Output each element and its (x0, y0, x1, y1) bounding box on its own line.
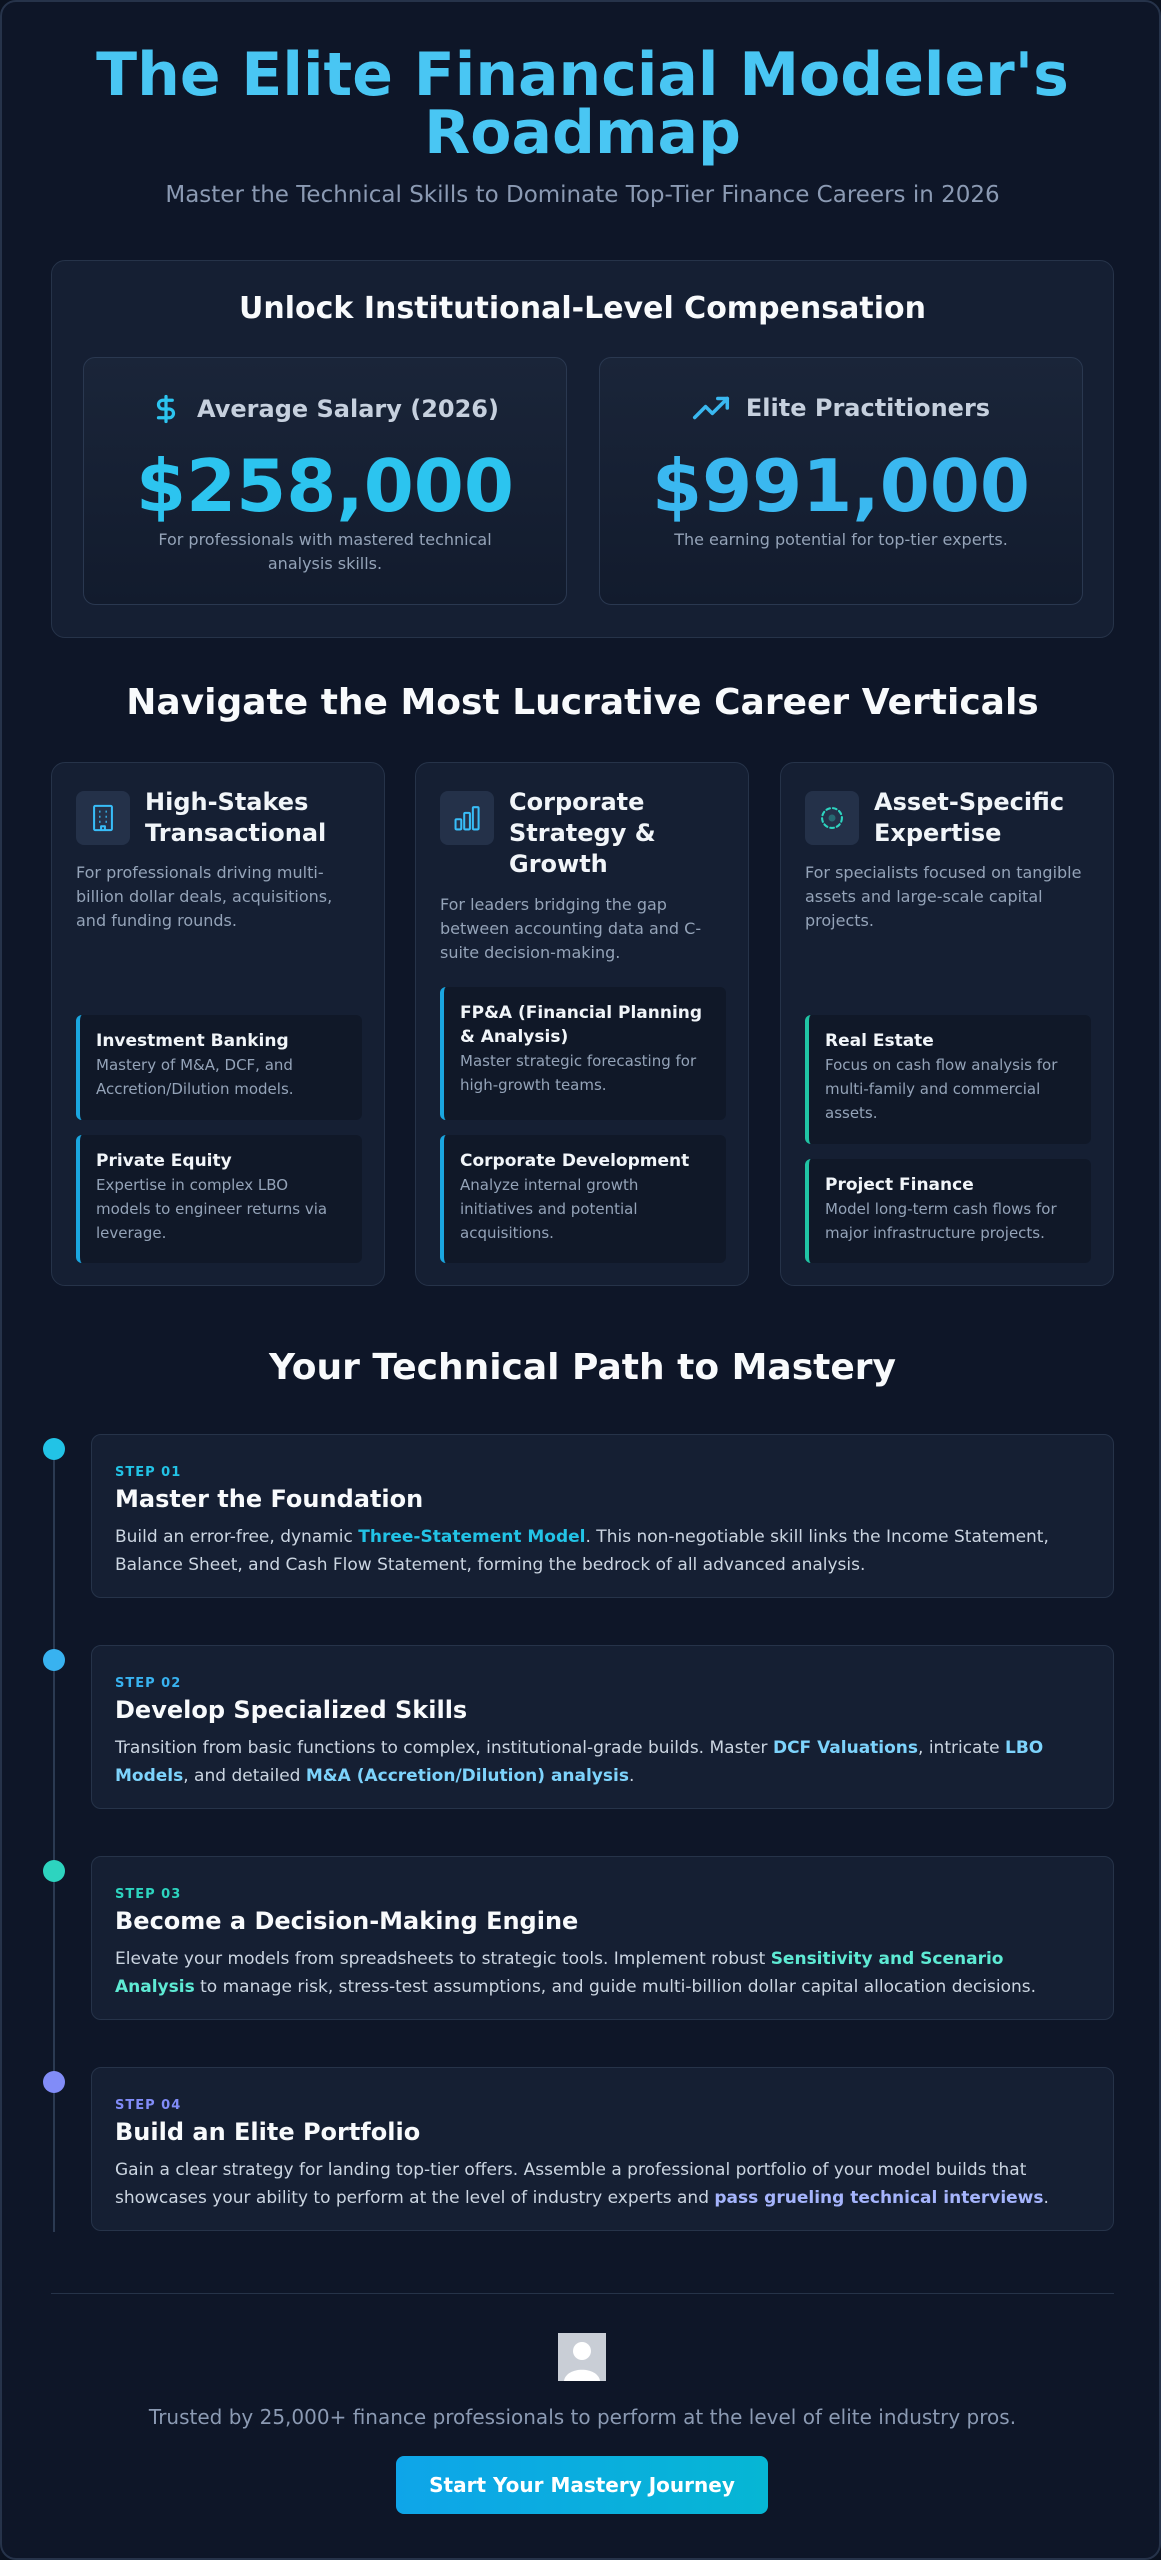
average-salary-label: Average Salary (2026) (197, 395, 499, 423)
step-number: STEP 01 (115, 1465, 182, 1480)
page-title: The Elite Financial Modeler's Roadmap (2, 45, 1159, 163)
vertical-title: Corporate Strategy & Growth (509, 788, 656, 878)
average-salary-card: Average Salary (2026) $258,000 For profe… (83, 357, 567, 605)
trusted-text: Trusted by 25,000+ finance professionals… (148, 2405, 1017, 2429)
bar-chart-icon (440, 791, 494, 845)
description-text: . (1043, 2188, 1049, 2208)
description-text: Gain a clear strategy for landing top-ti… (115, 2160, 1027, 2208)
timeline-dot (43, 1649, 65, 1671)
sub-item-real-estate: Real Estate Focus on cash flow analysis … (805, 1015, 1091, 1144)
average-salary-description: For professionals with mastered technica… (158, 530, 492, 573)
sub-item-title: FP&A (Financial Planning & Analysis) (460, 1003, 703, 1047)
step-description: Gain a clear strategy for landing top-ti… (115, 2156, 1083, 2212)
highlight-text: pass grueling technical interviews (714, 2188, 1044, 2208)
sub-item-title: Corporate Development (460, 1151, 690, 1171)
sub-item-corporate-development: Corporate Development Analyze internal g… (440, 1135, 726, 1263)
sub-item-private-equity: Private Equity Expertise in complex LBO … (76, 1135, 362, 1263)
step-description: Elevate your models from spreadsheets to… (115, 1945, 1083, 2001)
timeline-line (53, 1442, 55, 2232)
vertical-card-transactional: High-Stakes Transactional For profession… (51, 762, 385, 1286)
compensation-panel: Unlock Institutional-Level Compensation … (51, 260, 1114, 638)
average-salary-value: $258,000 (135, 444, 515, 528)
step-title: Master the Foundation (115, 1485, 424, 1513)
sub-item-description: Master strategic forecasting for high-gr… (460, 1052, 697, 1094)
vertical-card-asset-specific: Asset-Specific Expertise For specialists… (780, 762, 1114, 1286)
elite-practitioners-card: Elite Practitioners $991,000 The earning… (599, 357, 1083, 605)
elite-practitioners-label: Elite Practitioners (745, 394, 991, 422)
timeline-dot (43, 2071, 65, 2093)
description-text: to manage risk, stress-test assumptions,… (194, 1977, 1037, 1997)
highlight-text: M&A (Accretion/Dilution) analysis (305, 1766, 629, 1786)
path-heading: Your Technical Path to Mastery (269, 1347, 896, 1388)
vertical-description: For professionals driving multi-billion … (76, 863, 333, 930)
sub-item-fpa: FP&A (Financial Planning & Analysis) Mas… (440, 987, 726, 1120)
step-card: STEP 02 Develop Specialized Skills Trans… (91, 1645, 1114, 1809)
step-description: Build an error-free, dynamic Three-State… (115, 1523, 1083, 1579)
description-text: . (628, 1766, 635, 1786)
step-number: STEP 03 (115, 1887, 182, 1902)
sub-item-project-finance: Project Finance Model long-term cash flo… (805, 1159, 1091, 1263)
highlight-text: LBO Models (115, 1738, 1044, 1786)
sub-item-description: Expertise in complex LBO models to engin… (96, 1176, 328, 1242)
start-mastery-journey-button[interactable]: Start Your Mastery Journey (396, 2456, 768, 2514)
vertical-card-corporate-strategy: Corporate Strategy & Growth For leaders … (415, 762, 749, 1286)
description-text: Elevate your models from spreadsheets to… (115, 1949, 771, 1969)
step-card: STEP 04 Build an Elite Portfolio Gain a … (91, 2067, 1114, 2231)
description-text: , and detailed (183, 1766, 306, 1786)
sub-item-title: Real Estate (825, 1031, 934, 1051)
highlight-text: Three-Statement Model (358, 1527, 586, 1547)
timeline-dot (43, 1860, 65, 1882)
highlight-text: Sensitivity and Scenario Analysis (115, 1949, 1004, 1997)
step-card: STEP 03 Become a Decision-Making Engine … (91, 1856, 1114, 2020)
step-title: Build an Elite Portfolio (115, 2118, 421, 2146)
sub-item-title: Private Equity (96, 1151, 232, 1171)
step-card: STEP 01 Master the Foundation Build an e… (91, 1434, 1114, 1598)
step-number: STEP 02 (115, 1676, 182, 1691)
vertical-title: Asset-Specific Expertise (874, 788, 1065, 847)
sub-item-description: Analyze internal growth initiatives and … (460, 1176, 639, 1242)
sub-item-description: Model long-term cash flows for major inf… (825, 1200, 1057, 1242)
description-text: . This non-negotiable skill links the In… (115, 1527, 1049, 1575)
step-number: STEP 04 (115, 2098, 182, 2113)
elite-practitioners-value: $991,000 (651, 444, 1031, 528)
description-text: Build an error-free, dynamic (115, 1527, 359, 1547)
description-text: Transition from basic functions to compl… (115, 1738, 773, 1758)
elite-practitioners-label-row: Elite Practitioners (600, 394, 1082, 422)
sub-item-description: Focus on cash flow analysis for multi-fa… (825, 1056, 1058, 1122)
target-icon (805, 791, 859, 845)
verticals-heading: Navigate the Most Lucrative Career Verti… (126, 682, 1039, 723)
trending-up-icon (692, 395, 730, 421)
sub-item-title: Project Finance (825, 1175, 974, 1195)
footer-divider (51, 2293, 1114, 2294)
vertical-title: High-Stakes Transactional (145, 788, 327, 847)
building-icon (76, 791, 130, 845)
step-description: Transition from basic functions to compl… (115, 1734, 1083, 1790)
vertical-description: For leaders bridging the gap between acc… (440, 895, 702, 962)
page-subtitle: Master the Technical Skills to Dominate … (165, 182, 1000, 208)
step-title: Develop Specialized Skills (115, 1696, 468, 1724)
sub-item-description: Mastery of M&A, DCF, and Accretion/Dilut… (96, 1056, 294, 1098)
avatar (558, 2333, 606, 2381)
description-text: , intricate (918, 1738, 1006, 1758)
timeline-dot (43, 1438, 65, 1460)
step-title: Become a Decision-Making Engine (115, 1907, 579, 1935)
sub-item-title: Investment Banking (96, 1031, 289, 1051)
compensation-heading: Unlock Institutional-Level Compensation (239, 291, 926, 326)
page-title-line-1: The Elite Financial Modeler's (96, 40, 1069, 110)
dollar-icon (151, 394, 181, 424)
elite-practitioners-description: The earning potential for top-tier exper… (674, 530, 1008, 549)
page-title-line-2: Roadmap (424, 98, 741, 168)
sub-item-investment-banking: Investment Banking Mastery of M&A, DCF, … (76, 1015, 362, 1120)
average-salary-label-row: Average Salary (2026) (84, 394, 566, 424)
vertical-description: For specialists focused on tangible asse… (805, 863, 1082, 930)
highlight-text: DCF Valuations (772, 1738, 919, 1758)
